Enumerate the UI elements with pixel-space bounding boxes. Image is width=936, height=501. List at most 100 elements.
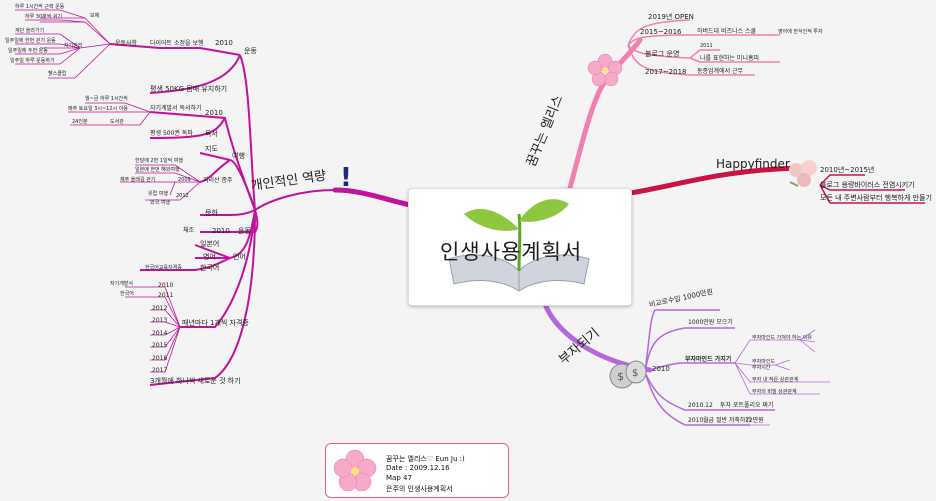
weight-goal: 평생 50KG 몸매 유지하기 (150, 85, 228, 93)
rich-item-3b: 부자마인드 (752, 359, 776, 365)
rich-subbranches (644, 309, 775, 426)
personal-leaf-lines (15, 9, 201, 373)
diet-plan: 다이어트 소정을 보행 (150, 40, 204, 47)
cert-year-4: 2013 (152, 317, 168, 324)
cert-head: 매년마다 1개씩 자격증 (182, 319, 249, 327)
info-line-2: Date : 2009.12.16 (386, 464, 450, 472)
leg1-label: 하루 1시간씩 근력 운동 (15, 4, 65, 10)
exercise-label-2: 운동 (238, 227, 251, 235)
lang-cert: 한국어교육자격증 (145, 265, 182, 271)
mgmt-item-3: 일주일에 두번 운동 (8, 48, 48, 54)
rich-item-4-year: 2010.12 (688, 402, 713, 409)
travel-year-2: 2012 (176, 193, 189, 199)
svg-text:$: $ (632, 368, 638, 379)
lang-label: 언어 (233, 253, 246, 261)
happy-item-1: 2010년~2015년 (820, 166, 875, 174)
travel-year-1: 2009 (178, 177, 191, 183)
dreamer-subbranches (627, 19, 780, 76)
cert-year-7: 2016 (152, 355, 168, 362)
legg-label: 보체 (90, 13, 100, 19)
dreamer-item-3-detail: 나를 표현하는 미니홈피 (700, 55, 760, 62)
travel-label: 여행 (232, 152, 245, 160)
rich-item-5-amount: 12만원 (745, 417, 764, 424)
rich-item-4: 투자 포트폴리오 짜기 (720, 402, 774, 409)
happy-subbranches (819, 174, 925, 204)
rich-item-2: 1000만원 모으기 (688, 319, 733, 326)
cert-year-2: 2011 (158, 292, 174, 299)
rich-year: 2010 (652, 365, 670, 373)
culture-label: 문화 (205, 209, 218, 217)
rich-item-3e: 부자의 비밀 상관관계 (752, 389, 797, 395)
rich-item-3: 부자마인드 가지기 (685, 356, 732, 363)
exercise2-year: 2010 (212, 227, 230, 235)
read-item-4: 도서관 (110, 119, 124, 125)
read-item-2: 매주 토요일 3시~12시 이용 (68, 106, 128, 112)
mgmt-item-2: 일주일에 한번 걷기 운동 (5, 38, 56, 44)
personal-bottom: 3개월에 하나씩 새로운 것 하기 (150, 377, 241, 385)
dreamer-item-2: 2015~2016 (640, 28, 682, 36)
read-plan: 자기계발서 독서하기 (150, 105, 202, 112)
cert-name-2: 한국어 (120, 291, 134, 297)
read-year: 2010 (205, 109, 223, 117)
dreamer-item-3-year: 2011 (700, 43, 713, 49)
flower-icon (587, 53, 623, 86)
read-goal: 평생 500권 독파 (150, 130, 193, 137)
travel-item-3: 제주 올레길 걷기 (120, 177, 156, 183)
info-line-1: 꿈꾸는 엘리스♡ Eun Ju :) (386, 455, 465, 463)
map-label: 지도 (205, 145, 218, 153)
travel-item-2: 일본에 한번 해외여행 (135, 167, 180, 173)
dreamer-item-2-extra: 영어에 한식인적 투자 (778, 29, 823, 35)
rich-item-3a: 부자마인드 가져야 하는 이유 (752, 335, 812, 341)
happy-item-3: 모든 내 주변사람부터 행복하게 만들기 (820, 194, 932, 202)
lang-kr: 한국어 (200, 264, 220, 272)
read-item-1: 월~금 하루 1시간씩 (85, 96, 128, 102)
travel-item-5: 유럽 여행 (148, 191, 168, 197)
travel-item-4: 지리산 종주 (203, 177, 233, 184)
open-book-sprout-icon (448, 199, 590, 292)
flower-icon (333, 449, 377, 491)
dreamer-item-3: 블로그 운영 (645, 50, 680, 58)
svg-text:$: $ (617, 370, 624, 383)
dreamer-item-2-detail: 하버드대 비즈니스 스쿨 (697, 28, 757, 35)
read-item-3: 24인분 (72, 119, 88, 125)
lang-jp: 일본어 (200, 240, 220, 248)
travel-item-6: 외국 여행 (150, 200, 170, 206)
branch-line-happy (627, 165, 803, 196)
rich-item-3c: 부자시간 (752, 365, 771, 371)
cert-year-5: 2014 (152, 330, 168, 337)
lang-en: 영어 (203, 253, 216, 261)
dreamer-item-1: 2019년 OPEN (648, 13, 694, 21)
cert-name-1: 자기개발서 (110, 281, 134, 287)
branch-label-happy: Happyfinder (716, 157, 790, 171)
read2-label: 독서 (205, 130, 218, 138)
diet-year: 2010 (215, 39, 233, 47)
info-line-3: Map 47 (386, 474, 412, 482)
cert-year-3: 2012 (152, 305, 168, 312)
dreamer-item-4-detail: 동종업계에서 근무 (697, 68, 744, 75)
rose-bouquet-icon (789, 160, 817, 187)
etc-label: 헬스클럽 (48, 71, 67, 77)
exercise-label: 운동 (244, 47, 257, 55)
cert-year-1: 2010 (158, 282, 174, 289)
dreamer-item-4: 2017~2018 (645, 68, 687, 76)
cert-year-8: 2017 (152, 367, 168, 374)
info-line-4: 은주의 인생사용계획서 (386, 485, 453, 493)
mgmt-item-4: 일주일 하루 운동하기 (10, 58, 55, 64)
info-box: 꿈꾸는 엘리스♡ Eun Ju :) Date : 2009.12.16 Map… (325, 443, 509, 498)
cert-year-6: 2015 (152, 342, 168, 349)
mgmt-label: 자기관리 (64, 43, 83, 49)
personal-subbranches (109, 43, 336, 386)
center-title: 인생사용계획서 (440, 240, 583, 264)
exercise2-label: 체조 (183, 227, 195, 234)
rich-item-3d: 부자 내 작은 상관관계 (752, 377, 799, 383)
mgmt-item-1: 계단 올라가기 (15, 28, 45, 34)
exclamation-icon: ! (340, 163, 352, 193)
diet-item: 운동사항 (115, 40, 138, 47)
happy-item-2: 블로그 용량바이러스 전염시키기 (820, 181, 915, 189)
center-topic-box (408, 188, 632, 306)
money-bag-icon: $ $ (609, 360, 647, 389)
branch-line-personal (332, 187, 413, 208)
rich-leaf-lines (734, 329, 830, 426)
travel-item-1: 한달에 2번 1일씩 여행 (135, 158, 183, 164)
